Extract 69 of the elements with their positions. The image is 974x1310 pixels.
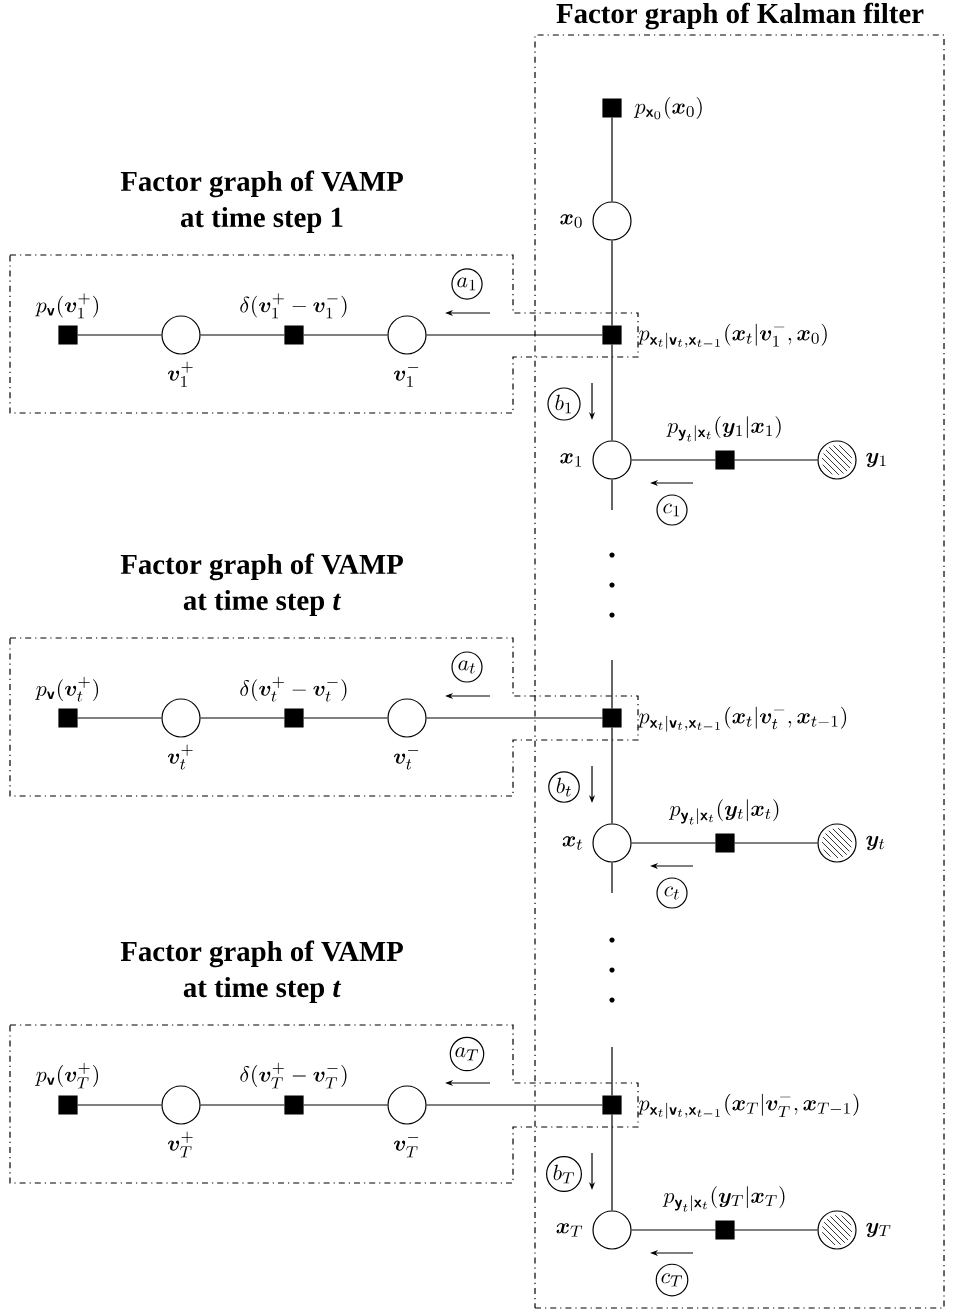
connector-line [200,717,285,719]
formula-label: $\bm{v}_t^+$ [167,744,193,770]
connector-line [631,459,716,461]
connector-line [200,1104,285,1106]
connector-line [611,862,613,894]
formula-label: $\bm{x}_T$ [556,1223,583,1237]
formula-label: $\delta(\bm{v}_1^+ - \bm{v}_1^-)$ [240,293,347,319]
formula-label: $\bm{v}_T^+$ [167,1131,193,1158]
connector-line [77,334,162,336]
formula-label: $\bm{v}_1^+$ [167,361,193,387]
circled-label: $b_T$ [546,1156,582,1192]
formula-label: $p_{\bm{\mathsf{v}}}(\bm{v}_1^+)$ [35,293,99,319]
circled-label: $b_t$ [548,771,580,803]
formula-label: $p_{\bm{\mathsf{x}}_t|\bm{\mathsf{v}}_t,\bm{\mathsf{x}}_{t-1}}(\bm{x}_t|\bm{v}_1^-,\bm{x}_0)$ [637,323,827,349]
frame-heading: Factor graph of VAMP at time step t [120,940,403,1003]
formula-label: $\delta(\bm{v}_t^+ - \bm{v}_t^-)$ [240,676,347,702]
formula-label: $\bm{v}_T^-$ [393,1136,419,1158]
circled-label: $a_T$ [449,1036,485,1072]
formula-label: $\bm{x}_1$ [560,453,582,467]
connector-line [611,1114,613,1211]
formula-label: $p_{\bm{\mathsf{x}}_t|\bm{\mathsf{v}}_t,\bm{\mathsf{x}}_{t-1}}(\bm{x}_t|\bm{v}_t^-,\bm{x}_{t-1})$ [637,706,847,732]
circled-label: $a_t$ [451,651,483,683]
formula-label: $\bm{v}_t^-$ [393,749,419,770]
connector-line [426,717,603,719]
formula-label: $\bm{x}_0$ [560,214,582,228]
formula-label: $p_{\bm{\mathsf{y}}_t|\bm{\mathsf{x}}_t}(\bm{y}_1|\bm{x}_1)$ [666,416,781,442]
connector-line [734,842,818,844]
connector-line [303,334,388,336]
formula-label: $p_{\bm{\mathsf{y}}_t|\bm{\mathsf{x}}_t}(\bm{y}_t|\bm{x}_t)$ [668,799,779,825]
observed-circle [817,1210,857,1250]
connector-line [611,1046,613,1096]
formula-label: $p_{\bm{\mathsf{v}}}(\bm{v}_T^+)$ [35,1062,99,1089]
formula-label: $\bm{y}_1$ [866,452,886,468]
connector-line [200,334,285,336]
connector-line [303,1104,388,1106]
observed-circle [817,823,857,863]
formula-label: $\bm{v}_1^-$ [393,366,419,387]
formula-label: $p_{\bm{\mathsf{v}}}(\bm{v}_t^+)$ [35,676,99,702]
connector-line [631,842,716,844]
connector-line [77,717,162,719]
connector-line [734,1229,818,1231]
connector-line [611,659,613,709]
formula-label: $p_{\bm{\mathsf{y}}_t|\bm{\mathsf{x}}_t}(\bm{y}_T|\bm{x}_T)$ [662,1186,785,1212]
circled-label: $c_1$ [656,494,688,526]
frame-heading: Factor graph of VAMP at time step t [120,553,403,616]
circled-label: $c_t$ [656,877,688,909]
formula-label: $p_{\bm{\mathsf{x}}_0}(\bm{x}_0)$ [633,97,702,120]
connector-line [611,727,613,824]
connector-line [426,334,603,336]
connector-line [611,117,613,202]
connector-line [611,240,613,326]
formula-label: $\bm{y}_T$ [866,1222,891,1238]
observed-circle [817,440,857,480]
formula-label: $\delta(\bm{v}_T^+ - \bm{v}_T^-)$ [240,1062,347,1089]
formula-label: $\bm{x}_t$ [562,836,582,850]
connector-line [631,1229,716,1231]
formula-label: $p_{\bm{\mathsf{x}}_t|\bm{\mathsf{v}}_t,\bm{\mathsf{x}}_{t-1}}(\bm{x}_T|\bm{v}_T^-,\bm{x}_{T-1})$ [637,1093,859,1119]
connector-line [426,1104,603,1106]
circled-label: $b_1$ [547,387,581,421]
connector-line [611,344,613,441]
connector-line [611,479,613,511]
connector-line [734,459,818,461]
circled-label: $c_T$ [655,1263,689,1297]
connector-line [303,717,388,719]
frame-heading: Factor graph of VAMP at time step 1 [120,170,403,233]
formula-label: $\bm{y}_t$ [866,835,885,851]
circled-label: $a_1$ [451,268,483,300]
frame-heading: Factor graph of Kalman filter [556,2,924,30]
connector-line [77,1104,162,1106]
